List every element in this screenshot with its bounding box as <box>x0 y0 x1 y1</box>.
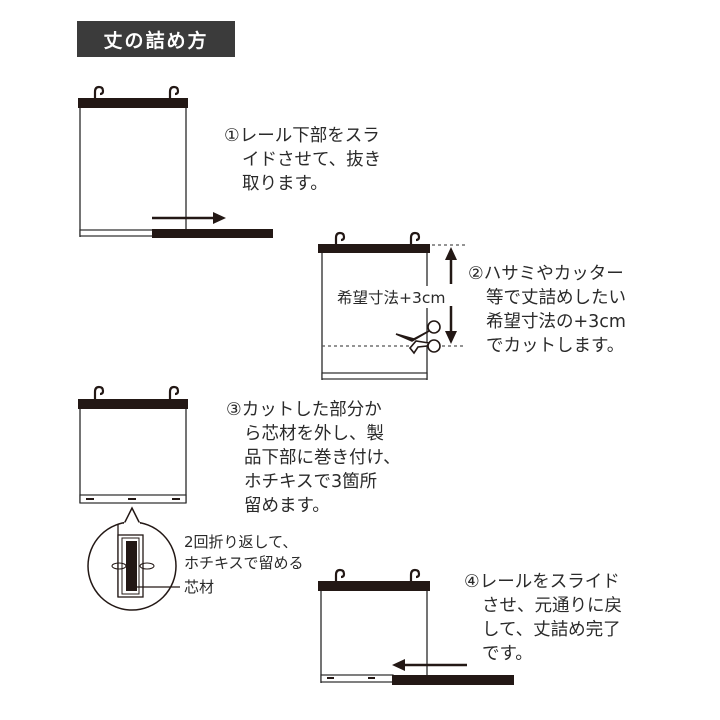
step1-line2: イドさせて、抜き <box>242 150 382 170</box>
arrow-right-icon <box>152 212 226 224</box>
step4-line3: して、丈詰め完了 <box>482 620 621 640</box>
scissors-icon <box>395 320 441 355</box>
step2-line2: 等で丈詰めしたい <box>486 288 626 308</box>
step4-line4: です。 <box>482 644 533 664</box>
fold-line2: ホチキスで留める <box>184 554 304 572</box>
step-number: ② <box>468 264 484 284</box>
hook-icon <box>334 231 421 245</box>
core-material <box>126 541 137 591</box>
step3-text: ③カットした部分か ら芯材を外し、製 品下部に巻き付け、 ホチキスで3箇所 留め… <box>226 398 401 518</box>
step2-line4: でカットします。 <box>486 336 625 356</box>
rail-bottom-sliding <box>152 229 273 238</box>
step4-line1: レールをスライド <box>479 572 620 592</box>
step1-line3: 取ります。 <box>242 174 328 194</box>
fold-instruction-label: 2回折り返して、 ホチキスで留める <box>184 532 304 574</box>
rail-top <box>78 98 188 108</box>
arrow-left-icon <box>392 659 467 671</box>
step2-line1: ハサミやカッター <box>483 264 624 284</box>
step-number: ③ <box>226 400 242 420</box>
staple-marks <box>86 498 180 500</box>
rail-bottom-sliding <box>392 675 514 685</box>
step-number: ④ <box>464 572 480 592</box>
hook-icon <box>334 568 421 582</box>
step4-illustration <box>318 568 514 685</box>
step3-line3: 品下部に巻き付け、 <box>244 448 401 468</box>
staple-icon <box>111 562 155 570</box>
dimension-label: 希望寸法+3cm <box>336 286 447 308</box>
step2-illustration <box>318 231 465 380</box>
section-title: 丈の詰め方 <box>77 21 235 57</box>
step3-line4: ホチキスで3箇所 <box>244 472 378 492</box>
step4-line2: させ、元通りに戻 <box>482 596 622 616</box>
fold-line1: 2回折り返して、 <box>184 533 298 551</box>
detail-callout <box>87 506 180 611</box>
step3-illustration <box>78 385 188 504</box>
step1-illustration <box>78 85 273 238</box>
step4-text: ④レールをスライド させ、元通りに戻 して、丈詰め完了 です。 <box>464 570 622 666</box>
step1-line1: レール下部をスラ <box>239 126 380 146</box>
core-material-label: 芯材 <box>184 578 215 596</box>
step3-line1: カットした部分か <box>241 400 382 420</box>
step3-line2: ら芯材を外し、製 <box>244 424 384 444</box>
step1-text: ①レール下部をスラ イドさせて、抜き 取ります。 <box>224 124 381 196</box>
hook-icon <box>93 85 180 99</box>
step2-line3: 希望寸法の+3cm <box>486 312 626 332</box>
step2-text: ②ハサミやカッター 等で丈詰めしたい 希望寸法の+3cm でカットします。 <box>468 262 626 358</box>
double-arrow-vertical-icon <box>445 247 457 344</box>
step-number: ① <box>224 126 240 146</box>
step3-line5: 留めます。 <box>244 496 330 516</box>
hook-icon <box>93 385 180 399</box>
